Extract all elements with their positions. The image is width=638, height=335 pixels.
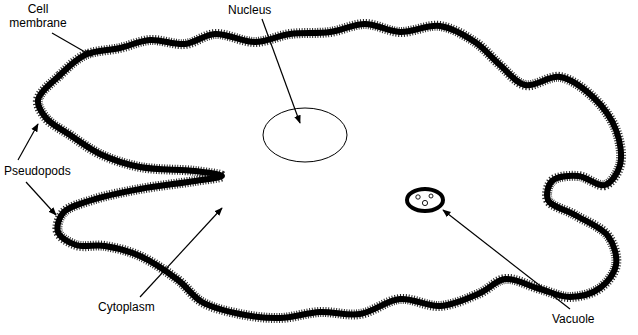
food-particle — [429, 194, 433, 198]
leader-line — [140, 208, 222, 297]
leader-line — [443, 210, 570, 309]
part-label: Vacuole — [552, 312, 594, 326]
cell-membrane — [38, 24, 621, 318]
leader-line — [52, 33, 92, 56]
leader-line — [26, 182, 56, 215]
part-label: Pseudopods — [4, 164, 71, 178]
part-label: Cytoplasm — [98, 300, 155, 314]
food-particle — [422, 200, 427, 205]
food-particle — [416, 195, 420, 199]
membrane-texture — [38, 24, 621, 318]
vacuole-outline — [407, 189, 443, 211]
nucleus-outline — [263, 108, 347, 162]
leader-line — [18, 124, 38, 160]
part-label: Nucleus — [228, 3, 271, 17]
leader-line — [262, 19, 300, 123]
part-label: Cell membrane — [6, 2, 70, 30]
